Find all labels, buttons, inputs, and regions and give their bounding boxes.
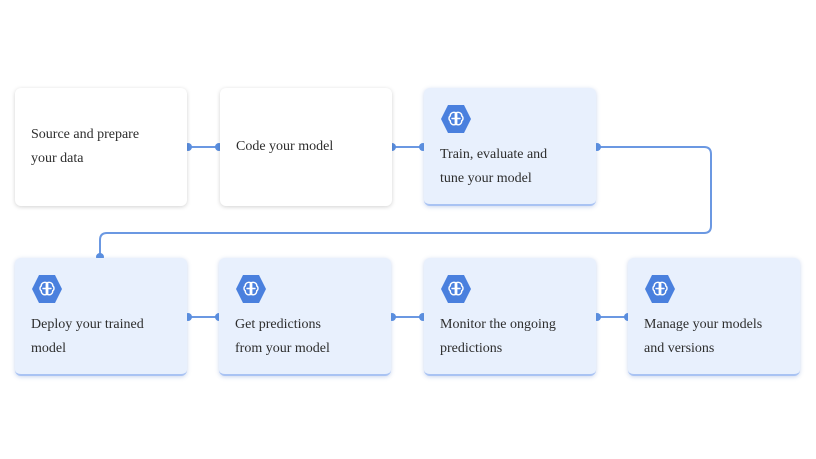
step-label: Code your model <box>236 139 334 154</box>
connector-3-4 <box>99 146 712 257</box>
step-code-model: Code your model <box>220 88 392 206</box>
step-label: Train, evaluate and tune your model <box>440 147 548 186</box>
step-label: Deploy your trained model <box>31 317 144 356</box>
step-get-predictions: Get predictions from your model <box>219 258 391 376</box>
step-source-prepare-data: Source and prepare your data <box>15 88 187 206</box>
step-manage-models: Manage your models and versions <box>628 258 800 376</box>
brain-hexagon-icon <box>645 275 675 303</box>
step-deploy-model: Deploy your trained model <box>15 258 187 376</box>
step-label: Manage your models and versions <box>644 317 763 356</box>
step-label: Get predictions from your model <box>235 317 330 356</box>
brain-hexagon-icon <box>236 275 266 303</box>
step-label: Monitor the ongoing predictions <box>440 317 556 356</box>
step-monitor-predictions: Monitor the ongoing predictions <box>424 258 596 376</box>
brain-hexagon-icon <box>32 275 62 303</box>
brain-hexagon-icon <box>441 275 471 303</box>
brain-hexagon-icon <box>441 105 471 133</box>
step-train-evaluate-tune: Train, evaluate and tune your model <box>424 88 596 206</box>
step-label: Source and prepare your data <box>31 127 140 166</box>
